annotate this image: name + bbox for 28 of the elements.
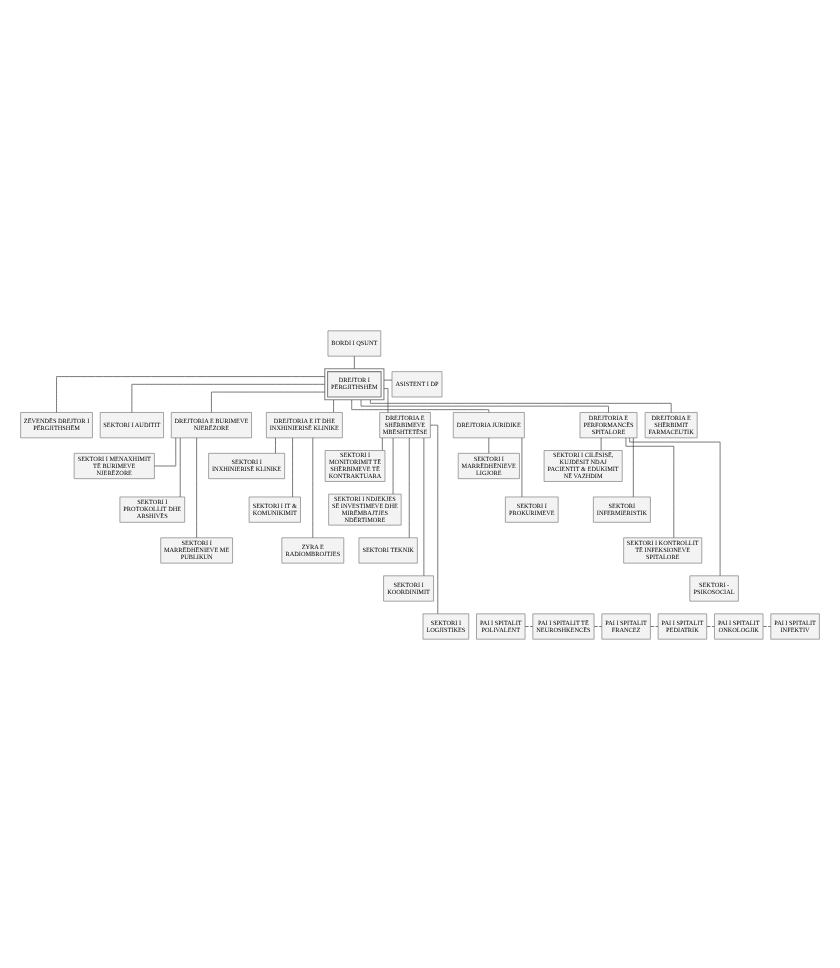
connector xyxy=(131,382,325,412)
connector xyxy=(629,436,721,576)
connector xyxy=(521,436,523,497)
connector xyxy=(370,398,672,412)
connector xyxy=(211,390,326,412)
connector xyxy=(430,423,439,613)
connector xyxy=(154,436,177,466)
connector xyxy=(383,387,389,412)
connector xyxy=(650,625,659,626)
connector xyxy=(408,436,410,538)
connector xyxy=(312,436,314,538)
connector xyxy=(179,436,181,497)
connector xyxy=(196,436,197,538)
connector xyxy=(275,436,276,453)
connector xyxy=(381,436,383,450)
connector xyxy=(292,436,293,497)
connector xyxy=(56,375,326,412)
connector xyxy=(333,398,334,412)
connector xyxy=(632,436,634,497)
connector xyxy=(600,436,602,450)
connector xyxy=(488,436,490,453)
connector xyxy=(354,354,355,368)
connector xyxy=(706,625,715,626)
connector xyxy=(351,398,490,412)
connector xyxy=(360,398,609,412)
connector xyxy=(383,378,393,380)
connector xyxy=(625,436,675,538)
connector xyxy=(423,436,425,576)
